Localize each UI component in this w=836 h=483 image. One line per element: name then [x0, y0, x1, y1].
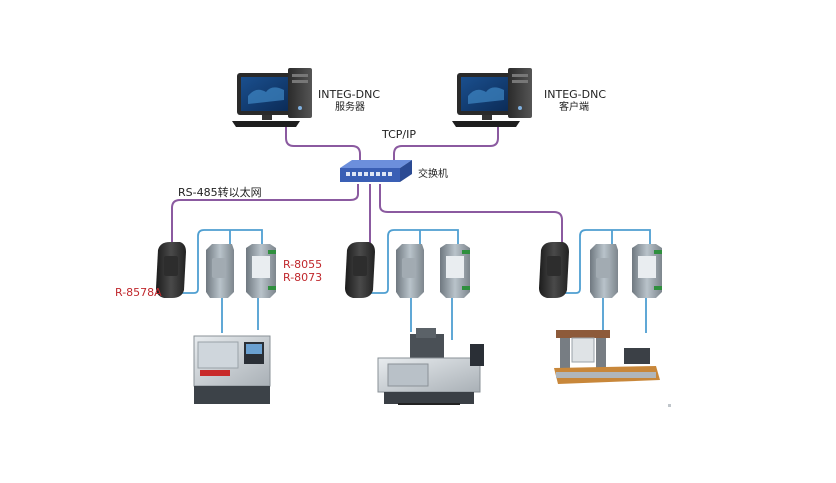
client-role-label: 客户端 — [559, 102, 589, 113]
module-group-left — [156, 242, 276, 298]
branch-link-right — [379, 184, 563, 246]
decorative-dot — [668, 404, 671, 407]
client-computer-icon — [452, 68, 532, 127]
branch-link-left — [171, 184, 359, 246]
io-module-icon — [440, 244, 470, 298]
io-module-icon — [590, 244, 618, 298]
ethernet-links — [171, 126, 563, 246]
converter-module-icon — [539, 242, 569, 298]
io-module-icon — [632, 244, 662, 298]
drop-middle — [410, 295, 453, 340]
module-group-right — [539, 242, 662, 298]
server-link — [285, 126, 361, 163]
io-module-icon — [396, 244, 424, 298]
drop-right — [602, 295, 647, 335]
bus-middle — [367, 229, 459, 294]
server-name-label: INTEG-DNC — [318, 88, 381, 101]
protocol-label: TCP/IP — [382, 128, 416, 141]
module-group-middle — [345, 242, 470, 298]
io-model-label-1: R-8055 — [283, 258, 323, 271]
converter-module-icon — [345, 242, 375, 298]
switch-label: 交换机 — [418, 169, 448, 180]
converter-description-label: RS-485转以太网 — [178, 186, 262, 199]
server-computer-icon — [232, 68, 312, 127]
io-module-icon — [246, 244, 276, 298]
cnc-lathe-icon — [193, 335, 271, 404]
server-role-label: 服务器 — [335, 102, 365, 113]
converter-model-label: R-8578A — [115, 286, 162, 299]
gantry-machine-icon — [554, 330, 660, 384]
client-link — [393, 126, 499, 163]
drop-left — [221, 295, 259, 333]
bus-right — [557, 229, 651, 294]
network-switch-icon — [340, 160, 412, 182]
bus-left — [178, 229, 263, 294]
io-model-label-2: R-8073 — [283, 271, 323, 284]
client-name-label: INTEG-DNC — [544, 88, 607, 101]
io-module-icon — [206, 244, 234, 298]
serial-buses — [178, 229, 651, 340]
machining-center-icon — [377, 328, 484, 405]
converter-module-icon — [156, 242, 186, 298]
